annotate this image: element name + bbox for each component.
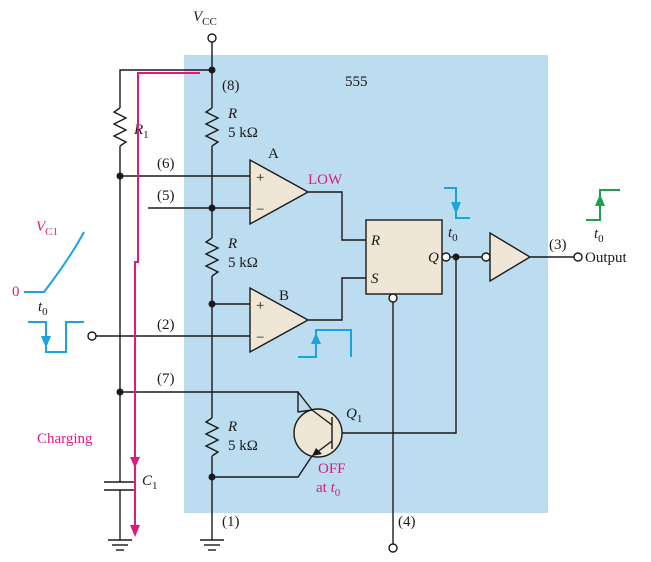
resistor-mid-name: R (227, 236, 237, 252)
flip-flop-reset-bubble (388, 293, 398, 303)
vcc-terminal (207, 33, 217, 43)
output-arrow-icon (595, 194, 605, 206)
emitter-arrow-icon (312, 448, 322, 456)
comparator-a-state: LOW (308, 172, 343, 188)
pin3-label: (3) (549, 237, 567, 253)
output-t0-label: t0 (594, 226, 604, 245)
transistor-state-line2: at t0 (316, 480, 341, 499)
resistor-bottom-name: R (227, 419, 237, 435)
output-buffer (489, 231, 532, 283)
resistor-bottom-value: 5 kΩ (228, 438, 258, 454)
trigger-t0-label: t0 (38, 299, 48, 318)
comparator-b-name: B (279, 288, 289, 304)
pin6-label: (6) (157, 156, 175, 172)
vcc-label: VCC (193, 9, 217, 28)
charging-label: Charging (37, 431, 93, 447)
vc1-label: VC1 (36, 219, 58, 238)
vc1-waveform (24, 231, 85, 293)
comparator-a-minus: − (256, 202, 264, 218)
charging-arrow-icon-2 (130, 525, 140, 537)
resistor-top-value: 5 kΩ (228, 125, 258, 141)
pin5-label: (5) (157, 188, 175, 204)
resistor-top (204, 107, 220, 147)
transistor-name: Q1 (346, 406, 362, 425)
flip-flop-q: Q (428, 250, 439, 266)
pin1-label: (1) (222, 514, 240, 530)
comparator-b-pulse (298, 329, 352, 358)
buffer-input-bubble (481, 252, 491, 262)
q-output-arrow-icon (451, 202, 461, 214)
pin2-label: (2) (157, 317, 175, 333)
comparator-a-plus: + (256, 170, 264, 186)
resistor-r1 (112, 107, 128, 147)
pin7-label: (7) (157, 371, 175, 387)
flip-flop-q-bubble (441, 252, 451, 262)
comparator-a (249, 158, 310, 226)
resistor-mid-value: 5 kΩ (228, 255, 258, 271)
comparator-a-name: A (268, 146, 279, 162)
transistor-state-line1: OFF (318, 461, 346, 477)
resistor-bottom (204, 417, 220, 457)
pin2-terminal (87, 331, 97, 341)
comparator-b-plus: + (256, 298, 264, 314)
q-t0-label: t0 (448, 225, 458, 244)
ground-divider-icon (200, 539, 224, 551)
chip-label: 555 (345, 74, 368, 90)
vc1-zero: 0 (12, 284, 20, 300)
pin4-terminal (388, 543, 398, 553)
pin4-label: (4) (398, 514, 416, 530)
r1-label: R1 (133, 122, 149, 141)
comparator-b-arrow-icon (311, 333, 321, 344)
output-label: Output (585, 250, 628, 266)
trigger-arrow-icon (41, 336, 51, 348)
charging-current-path (134, 72, 200, 534)
pin8-label: (8) (222, 78, 240, 94)
output-terminal (573, 252, 583, 262)
resistor-mid (204, 237, 220, 277)
junction-dot-pin7 (116, 388, 124, 396)
flip-flop-s: S (371, 271, 379, 287)
capacitor-label: C1 (142, 473, 158, 492)
comparator-b-minus: − (256, 330, 264, 346)
ground-capacitor-icon (108, 539, 132, 551)
comparator-b (249, 286, 310, 354)
charging-arrow-icon-1 (130, 457, 140, 468)
flip-flop-r: R (370, 233, 380, 249)
resistor-top-name: R (227, 106, 237, 122)
trigger-pulse (28, 321, 84, 353)
transistor-q1 (293, 408, 343, 458)
